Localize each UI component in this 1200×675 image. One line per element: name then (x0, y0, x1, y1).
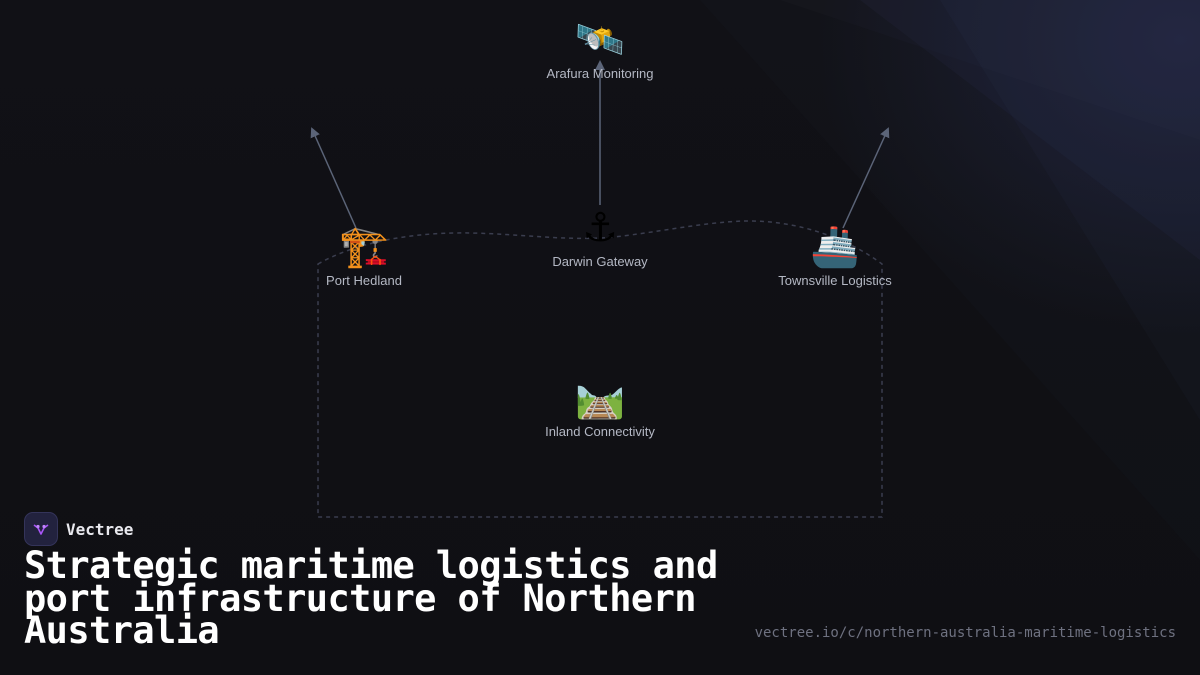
node-label: Darwin Gateway (552, 254, 648, 269)
node-port-hedland[interactable]: 🏗️ Port Hedland (326, 225, 402, 288)
node-label: Arafura Monitoring (546, 66, 654, 81)
page-title: Strategic maritime logistics and port in… (24, 544, 718, 652)
node-darwin-gateway[interactable]: ⚓ Darwin Gateway (552, 206, 647, 269)
satellite-icon: 🛰️ (575, 17, 625, 63)
arrow-townsville-outbound (842, 127, 890, 229)
node-arafura-monitoring[interactable]: 🛰️ Arafura Monitoring (547, 18, 654, 81)
construction-crane-icon: 🏗️ (339, 224, 389, 270)
node-inland-connectivity[interactable]: 🛤️ Inland Connectivity (545, 376, 655, 439)
arrow-hedland-outbound (310, 127, 357, 229)
node-townsville-logistics[interactable]: 🚢 Townsville Logistics (778, 225, 891, 288)
anchor-icon: ⚓ (582, 205, 618, 251)
source-url[interactable]: vectree.io/c/northern-australia-maritime… (754, 625, 1176, 641)
node-label: Inland Connectivity (545, 424, 655, 439)
brand-name: Vectree (66, 519, 134, 539)
region-outline (317, 220, 883, 518)
node-label: Townsville Logistics (778, 273, 892, 288)
brand[interactable]: Vectree (24, 512, 133, 546)
railway-track-icon: 🛤️ (575, 375, 625, 421)
ship-icon: 🚢 (810, 224, 860, 270)
vectree-logo-icon (24, 512, 58, 546)
node-label: Port Hedland (326, 273, 402, 288)
